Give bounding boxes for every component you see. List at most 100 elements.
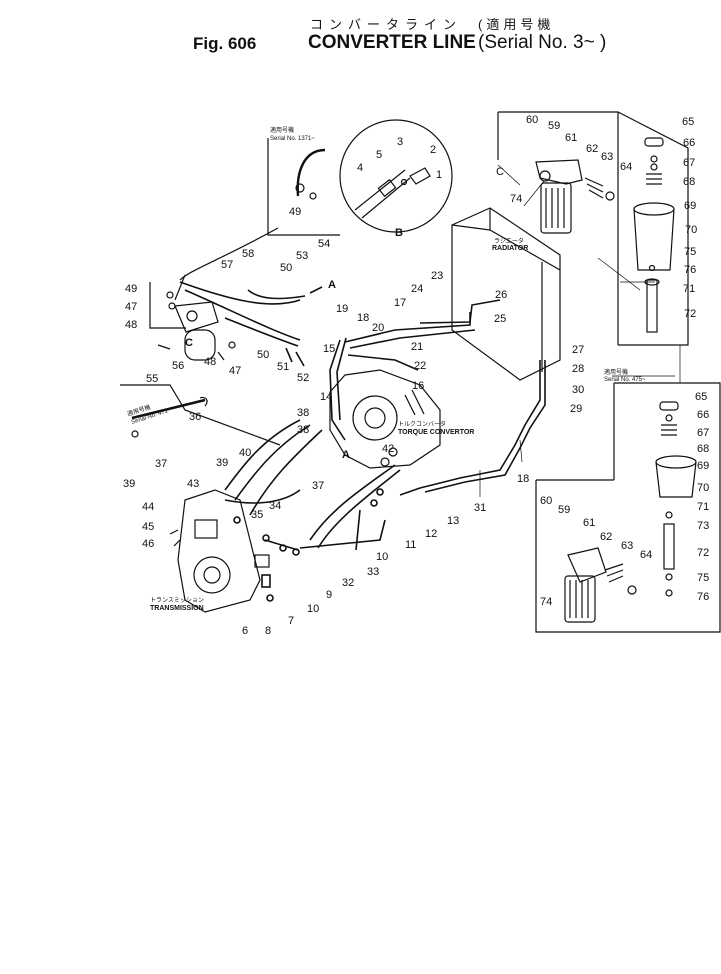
callout-64-2: 64 <box>640 549 652 561</box>
radiator-label: RADIATOR <box>492 245 528 252</box>
callout-63-2: 63 <box>621 540 633 552</box>
callout-43: 43 <box>187 478 199 490</box>
callout-2: 2 <box>430 144 436 156</box>
callout-60-2: 60 <box>540 495 552 507</box>
callout-58: 58 <box>242 248 254 260</box>
main-hoses <box>224 299 546 602</box>
callout-74: 74 <box>510 193 522 205</box>
serial-475-label: Serial No. 475~ <box>604 377 646 383</box>
callout-68-2: 68 <box>697 443 709 455</box>
callout-35: 35 <box>251 509 263 521</box>
callout-51: 51 <box>277 361 289 373</box>
callout-38: 38 <box>297 407 309 419</box>
callout-45: 45 <box>142 521 154 533</box>
callout-66-2: 66 <box>697 409 709 421</box>
callout-14: 14 <box>320 391 332 403</box>
callout-67: 67 <box>683 157 695 169</box>
callout-6: 6 <box>242 625 248 637</box>
callout-9: 9 <box>326 589 332 601</box>
callout-76: 76 <box>684 264 696 276</box>
callout-65: 65 <box>682 116 694 128</box>
callout-numbers: 1234567891010111213141516171818192021222… <box>123 114 709 637</box>
callout-22: 22 <box>414 360 426 372</box>
callout-20: 20 <box>372 322 384 334</box>
detail-471 <box>120 384 281 446</box>
callout-69: 69 <box>684 200 696 212</box>
drawing-labels: ラジエータ RADIATOR トルクコンバータ TORQUE CONVERTOR… <box>126 126 646 612</box>
callout-73: 73 <box>697 520 709 532</box>
diagram-title: CONVERTER LINE <box>308 32 476 53</box>
callout-47-2: 47 <box>229 365 241 377</box>
leader-lines <box>479 164 681 497</box>
transmission-drawing <box>169 489 270 613</box>
callout-31: 31 <box>474 502 486 514</box>
callout-62-2: 62 <box>600 531 612 543</box>
filter-box-bottom <box>535 382 721 633</box>
converter-label-jp: トルクコンバータ <box>398 420 446 428</box>
detail-b-circle <box>339 119 453 233</box>
callout-18-2: 18 <box>517 473 529 485</box>
callout-52: 52 <box>297 372 309 384</box>
detail-c-marker-left: C <box>185 337 193 349</box>
callout-72-2: 72 <box>697 547 709 559</box>
callout-50-2: 50 <box>257 349 269 361</box>
callout-68: 68 <box>683 176 695 188</box>
hoses-upper-left <box>179 281 323 367</box>
callout-36: 36 <box>189 411 201 423</box>
callout-27: 27 <box>572 344 584 356</box>
callout-12: 12 <box>425 528 437 540</box>
callout-40: 40 <box>239 447 251 459</box>
figure-number: Fig. 606 <box>193 34 257 53</box>
callout-16: 16 <box>412 380 424 392</box>
callout-10: 10 <box>307 603 319 615</box>
callout-61-2: 61 <box>583 517 595 529</box>
callout-24: 24 <box>411 283 423 295</box>
title-japanese: コンバータライン <box>310 17 463 32</box>
callout-37: 37 <box>155 458 167 470</box>
callout-33: 33 <box>367 566 379 578</box>
serial-1371-label: Serial No. 1371~ <box>270 136 315 142</box>
callout-64: 64 <box>620 161 632 173</box>
callout-38-2: 38 <box>297 424 309 436</box>
detail-c-marker-right: C <box>496 166 504 178</box>
callout-44: 44 <box>142 501 154 513</box>
callout-74-2: 74 <box>540 596 552 608</box>
callout-67-2: 67 <box>697 427 709 439</box>
radiator-label-jp: ラジエータ <box>494 237 524 245</box>
callout-19: 19 <box>336 303 348 315</box>
filter-c <box>149 274 236 361</box>
callout-7: 7 <box>288 615 294 627</box>
callout-15: 15 <box>323 343 335 355</box>
callout-63: 63 <box>601 151 613 163</box>
callout-75: 75 <box>684 246 696 258</box>
detail-a-marker-lower: A <box>342 449 350 461</box>
callout-54: 54 <box>318 238 330 250</box>
callout-11: 11 <box>405 539 416 551</box>
callout-25: 25 <box>494 313 506 325</box>
callout-29: 29 <box>570 403 582 415</box>
callout-4: 4 <box>357 162 363 174</box>
callout-17: 17 <box>394 297 406 309</box>
transmission-label-jp: トランスミッション <box>150 597 204 604</box>
callout-66: 66 <box>683 137 695 149</box>
applic-label-475: 適用号機 <box>604 368 628 376</box>
callout-18: 18 <box>357 312 369 324</box>
callout-1: 1 <box>436 169 442 181</box>
callout-57: 57 <box>221 259 233 271</box>
callout-8: 8 <box>265 625 271 637</box>
callout-46: 46 <box>142 538 154 550</box>
callout-28: 28 <box>572 363 584 375</box>
callout-71: 71 <box>683 283 695 295</box>
callout-56: 56 <box>172 360 184 372</box>
callout-59: 59 <box>548 120 560 132</box>
callout-70: 70 <box>685 224 697 236</box>
callout-53: 53 <box>296 250 308 262</box>
radiator-drawing <box>451 207 561 381</box>
callout-59-2: 59 <box>558 504 570 516</box>
transmission-label: TRANSMISSION <box>150 605 204 612</box>
callout-60: 60 <box>526 114 538 126</box>
callout-32: 32 <box>342 577 354 589</box>
callout-71-2: 71 <box>697 501 709 513</box>
